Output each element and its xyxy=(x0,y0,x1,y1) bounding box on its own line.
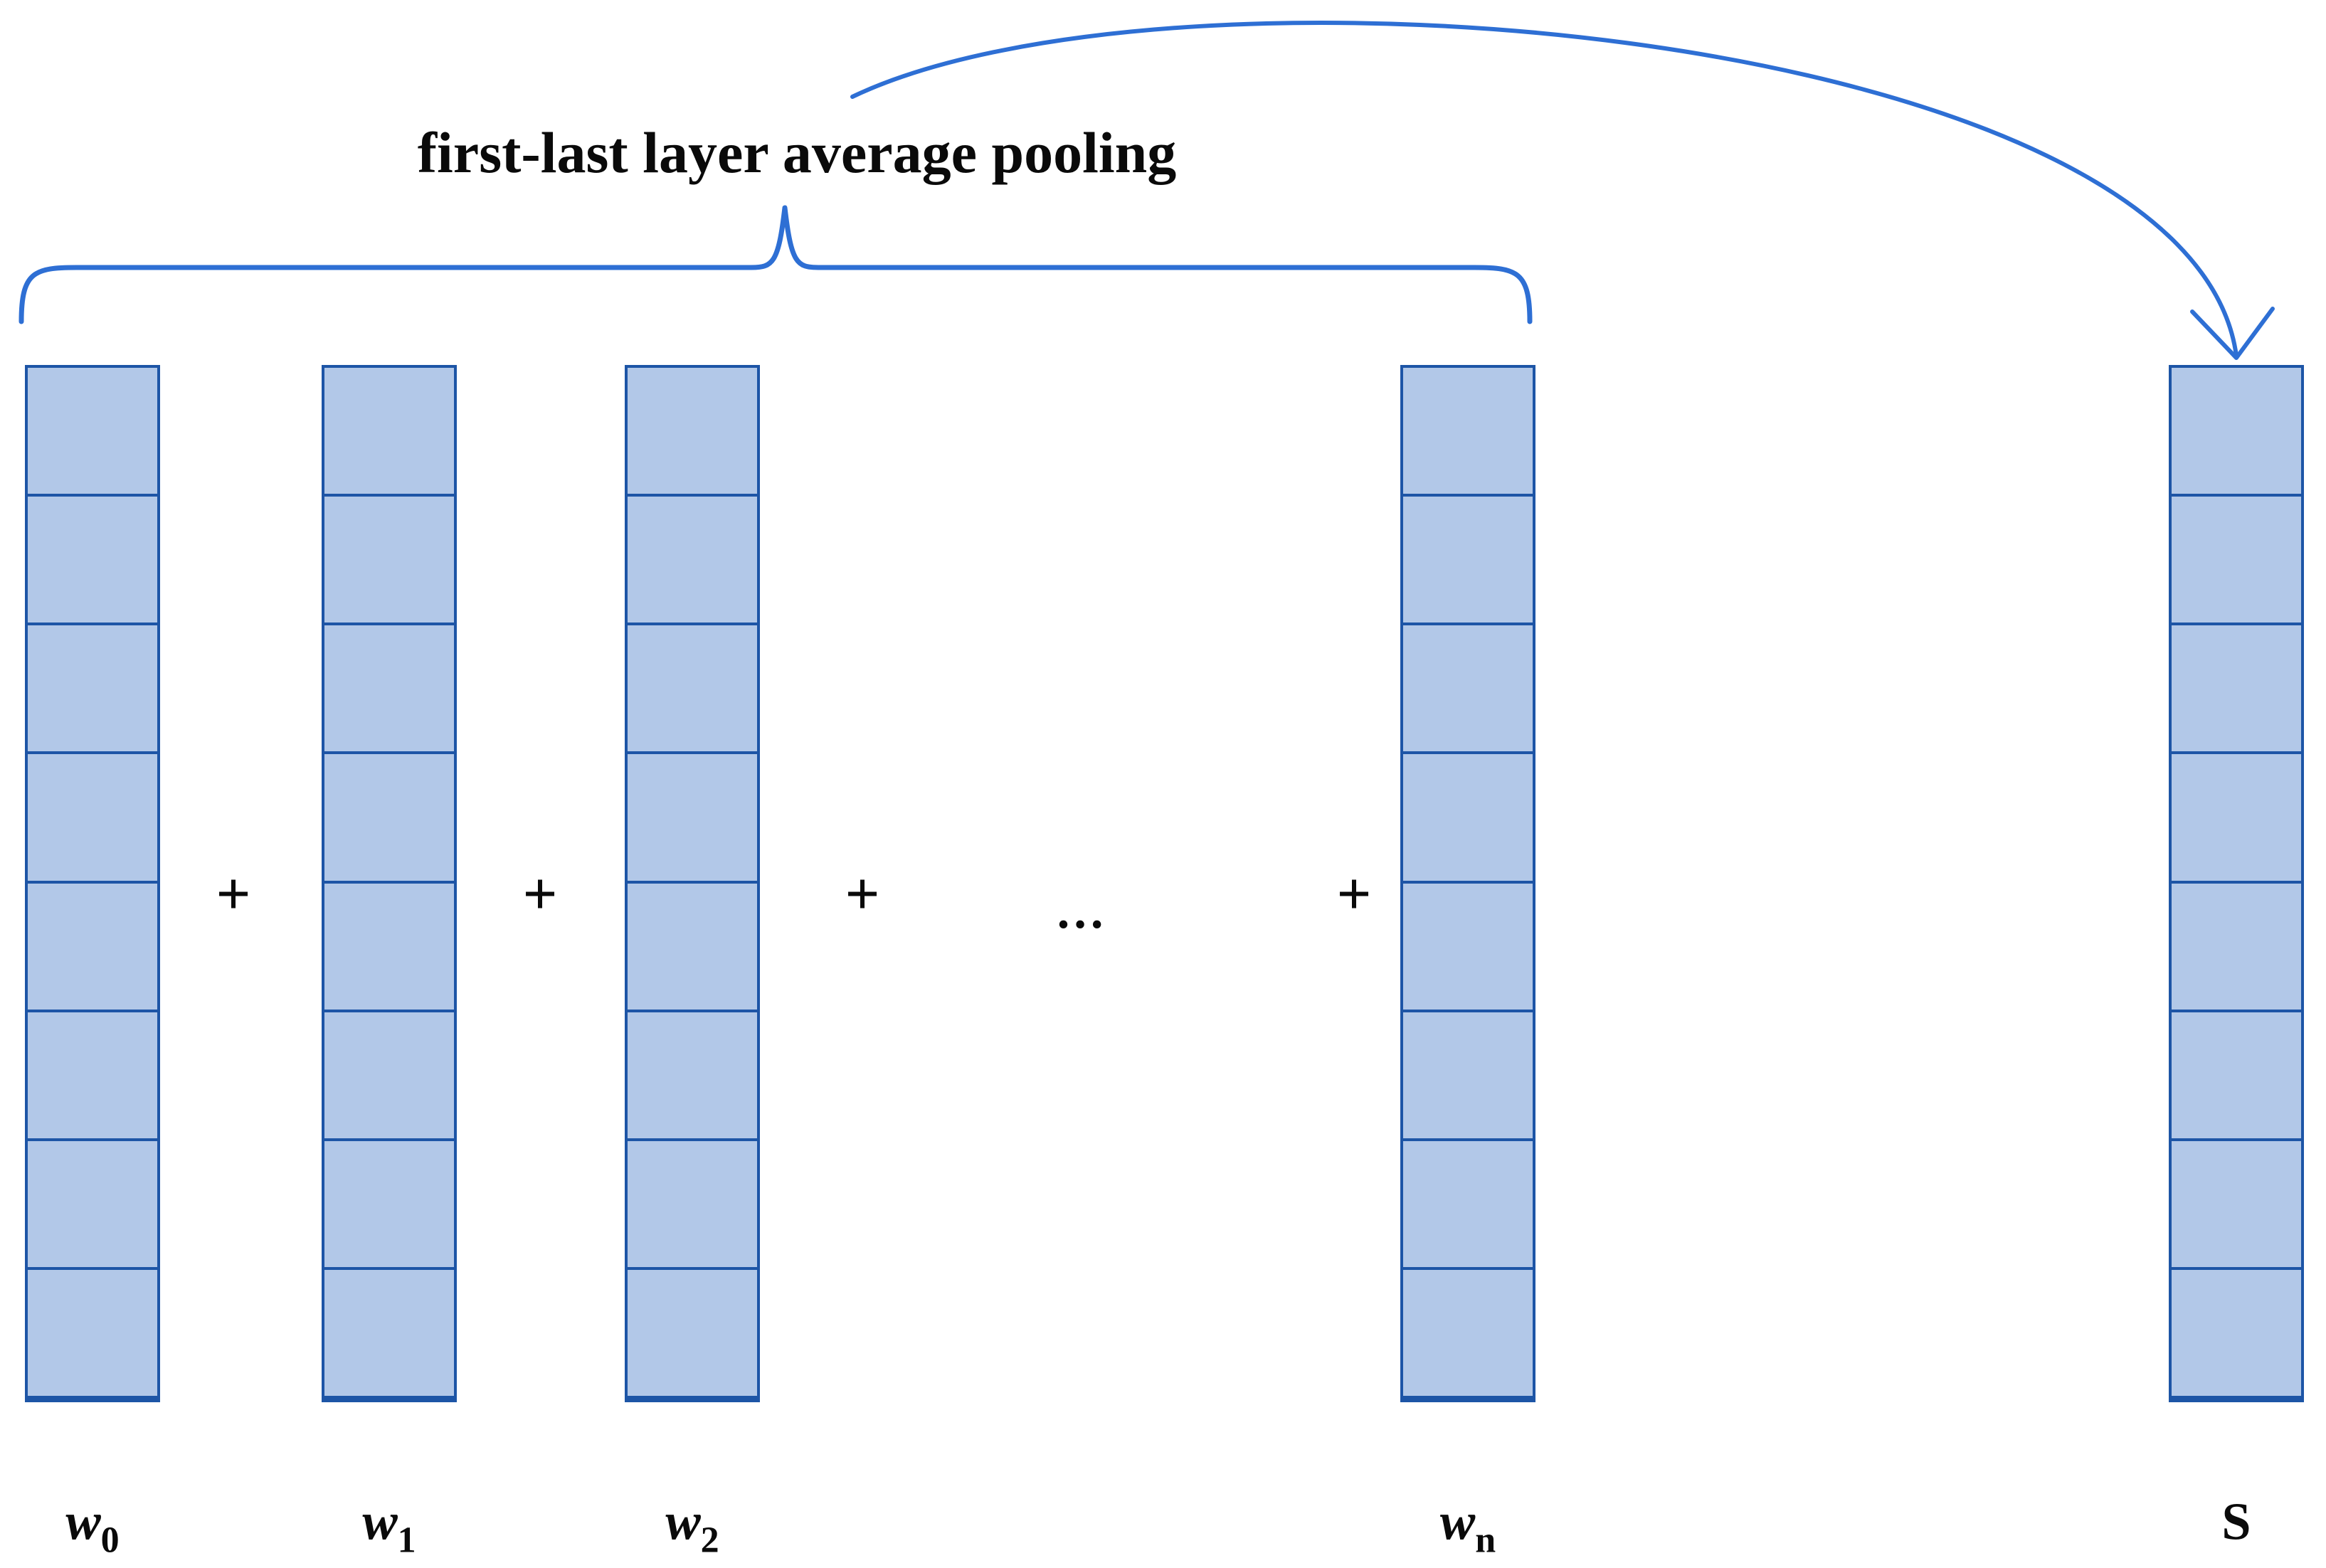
vector-label-w1: w1 xyxy=(362,1493,416,1559)
vector-label-wn: wn xyxy=(1439,1493,1496,1559)
vector-cell xyxy=(2172,880,2301,1010)
label-subscript: 0 xyxy=(100,1520,120,1561)
vector-cell xyxy=(1403,368,1533,494)
label-subscript: 1 xyxy=(397,1520,416,1561)
plus-operator: + xyxy=(1336,859,1372,928)
vector-cell xyxy=(2172,623,2301,751)
diagram-title: first-last layer average pooling xyxy=(417,120,1177,185)
label-text: w xyxy=(665,1493,701,1552)
vector-cell xyxy=(28,1266,157,1396)
vector-cell xyxy=(2172,494,2301,623)
vector-cell xyxy=(324,1009,454,1138)
vector-cell xyxy=(628,368,757,494)
vector-cell xyxy=(1403,1009,1533,1138)
vector-cell xyxy=(1403,494,1533,623)
vector-label-w0: w0 xyxy=(65,1493,119,1559)
label-text: S xyxy=(2221,1493,2251,1552)
vector-cell xyxy=(28,494,157,623)
vector-cell xyxy=(628,623,757,751)
label-text: w xyxy=(65,1493,101,1552)
vector-label-w2: w2 xyxy=(665,1493,719,1559)
vector-cell xyxy=(324,368,454,494)
vector-cell xyxy=(28,623,157,751)
vector-cell xyxy=(628,1009,757,1138)
vector-cell xyxy=(324,1138,454,1267)
vector-cell xyxy=(28,1009,157,1138)
curly-brace-icon xyxy=(18,205,1533,324)
label-subscript: n xyxy=(1475,1520,1496,1561)
vector-cell xyxy=(2172,1266,2301,1396)
vector-cell xyxy=(28,751,157,880)
label-text: w xyxy=(1439,1493,1476,1552)
vector-cell xyxy=(324,1266,454,1396)
vector-cell xyxy=(628,1138,757,1267)
vector-column-w2 xyxy=(625,365,760,1402)
vector-cell xyxy=(628,880,757,1010)
ellipsis: … xyxy=(1055,884,1108,939)
vector-cell xyxy=(28,880,157,1010)
vector-cell xyxy=(1403,623,1533,751)
vector-cell xyxy=(28,1138,157,1267)
vector-cell xyxy=(28,368,157,494)
vector-cell xyxy=(324,494,454,623)
vector-cell xyxy=(2172,1138,2301,1267)
vector-label-s: S xyxy=(2221,1493,2251,1553)
plus-operator: + xyxy=(522,859,558,928)
vector-column-w0 xyxy=(25,365,160,1402)
vector-cell xyxy=(324,623,454,751)
arrowhead-icon xyxy=(2190,307,2275,360)
vector-column-s xyxy=(2169,365,2304,1402)
vector-cell xyxy=(1403,1138,1533,1267)
label-text: w xyxy=(362,1493,398,1552)
vector-cell xyxy=(2172,1009,2301,1138)
vector-cell xyxy=(628,1266,757,1396)
vector-cell xyxy=(324,751,454,880)
vector-cell xyxy=(2172,751,2301,880)
vector-column-w1 xyxy=(322,365,457,1402)
vector-cell xyxy=(628,494,757,623)
curved-arrow-down-icon xyxy=(850,21,2238,358)
vector-cell xyxy=(628,751,757,880)
vector-cell xyxy=(1403,1266,1533,1396)
plus-operator: + xyxy=(216,859,251,928)
vector-cell xyxy=(1403,751,1533,880)
vector-cell xyxy=(324,880,454,1010)
vector-cell xyxy=(1403,880,1533,1010)
vector-column-wn xyxy=(1400,365,1535,1402)
label-subscript: 2 xyxy=(700,1520,719,1561)
plus-operator: + xyxy=(845,859,880,928)
vector-cell xyxy=(2172,368,2301,494)
